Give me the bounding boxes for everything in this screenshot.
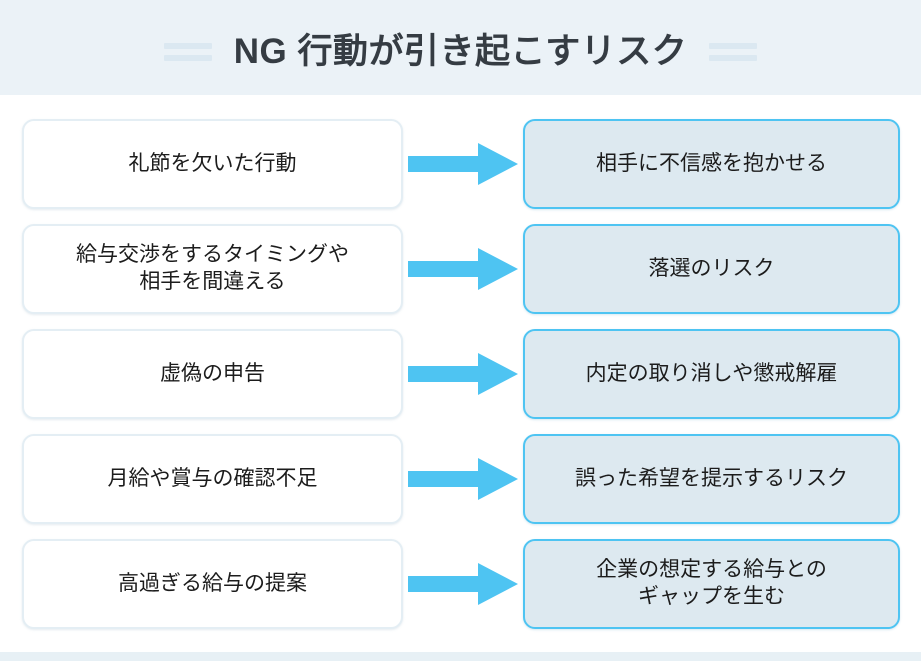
flow-row: 月給や賞与の確認不足 誤った希望を提示するリスク	[0, 434, 921, 524]
cause-label: 礼節を欠いた行動	[128, 151, 297, 175]
arrow-connector	[403, 434, 523, 524]
cause-node[interactable]: 高過ぎる給与の提案	[22, 539, 403, 629]
effect-label: 内定の取り消しや懲戒解雇	[585, 361, 838, 385]
flow-row: 虚偽の申告 内定の取り消しや懲戒解雇	[0, 329, 921, 419]
arrow-connector	[403, 539, 523, 629]
cause-node[interactable]: 給与交渉をするタイミングや相手を間違える	[22, 224, 403, 314]
effect-label: 企業の想定する給与とのギャップを生む	[596, 558, 827, 608]
cause-label: 高過ぎる給与の提案	[118, 571, 307, 595]
double-line-icon-right	[709, 43, 758, 62]
right-arrow-icon	[408, 563, 518, 605]
effect-node[interactable]: 落選のリスク	[523, 224, 900, 314]
effect-label: 落選のリスク	[648, 256, 775, 280]
page-title: NG 行動が引き起こすリスク	[233, 32, 688, 72]
cause-node[interactable]: 虚偽の申告	[22, 329, 403, 419]
title-row: NG 行動が引き起こすリスク	[163, 8, 758, 97]
header-band: NG 行動が引き起こすリスク	[0, 0, 921, 95]
right-arrow-icon	[408, 248, 518, 290]
double-line-icon-left	[163, 43, 212, 62]
right-arrow-icon	[408, 353, 518, 395]
effect-node[interactable]: 誤った希望を提示するリスク	[523, 434, 900, 524]
cause-label: 虚偽の申告	[160, 361, 265, 385]
cause-node[interactable]: 礼節を欠いた行動	[22, 119, 403, 209]
effect-node[interactable]: 内定の取り消しや懲戒解雇	[523, 329, 900, 419]
effect-node[interactable]: 相手に不信感を抱かせる	[523, 119, 900, 209]
cause-label: 給与交渉をするタイミングや相手を間違える	[76, 243, 349, 293]
right-arrow-icon	[408, 143, 518, 185]
flow-row: 礼節を欠いた行動 相手に不信感を抱かせる	[0, 119, 921, 209]
effect-label: 相手に不信感を抱かせる	[596, 151, 827, 175]
cause-label: 月給や賞与の確認不足	[107, 466, 318, 490]
flow-row: 給与交渉をするタイミングや相手を間違える 落選のリスク	[0, 224, 921, 314]
footer-band	[0, 652, 921, 661]
flow-row: 高過ぎる給与の提案 企業の想定する給与とのギャップを生む	[0, 539, 921, 629]
right-arrow-icon	[408, 458, 518, 500]
arrow-connector	[403, 119, 523, 209]
cause-node[interactable]: 月給や賞与の確認不足	[22, 434, 403, 524]
arrow-connector	[403, 224, 523, 314]
effect-node[interactable]: 企業の想定する給与とのギャップを生む	[523, 539, 900, 629]
effect-label: 誤った希望を提示するリスク	[575, 466, 848, 490]
arrow-connector	[403, 329, 523, 419]
flow-diagram: 礼節を欠いた行動 相手に不信感を抱かせる 給与交渉をするタイミングや相手を間違え…	[0, 95, 921, 652]
